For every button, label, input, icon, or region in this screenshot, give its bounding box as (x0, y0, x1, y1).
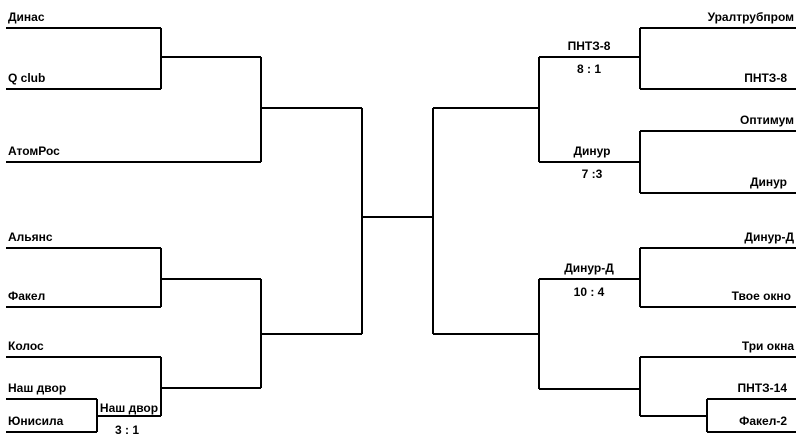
right-team-label: Три окна (742, 339, 794, 353)
left-team-label: Колос (8, 339, 44, 353)
match-score: 8 : 1 (577, 62, 601, 76)
right-team-label: Факел-2 (739, 414, 787, 428)
match-score: 3 : 1 (115, 423, 139, 437)
left-bracket-lines (6, 27, 433, 433)
match-winner-label: Наш двор (100, 401, 158, 415)
right-team-label: Оптимум (740, 113, 794, 127)
left-team-label: Альянс (8, 230, 53, 244)
match-score: 7 :3 (582, 167, 603, 181)
right-team-label: ПНТЗ-8 (744, 71, 787, 85)
right-team-label: Уралтрубпром (708, 10, 795, 24)
left-team-label: АтомРос (8, 144, 60, 158)
left-team-label: Наш двор (8, 381, 66, 395)
right-team-label: Динур-Д (744, 230, 794, 244)
left-team-label: Факел (8, 289, 45, 303)
match-winner-label: Динур-Д (564, 261, 614, 275)
right-team-label: Твое окно (732, 289, 791, 303)
right-bracket-lines (432, 27, 796, 433)
left-team-label: Динас (8, 10, 45, 24)
right-team-label: ПНТЗ-14 (738, 381, 788, 395)
right-team-label: Динур (750, 175, 787, 189)
left-team-label: Юнисила (8, 414, 64, 428)
left-team-label: Q club (8, 71, 45, 85)
match-winner-label: Динур (573, 144, 610, 158)
match-score: 10 : 4 (574, 285, 605, 299)
match-winner-label: ПНТЗ-8 (568, 39, 611, 53)
